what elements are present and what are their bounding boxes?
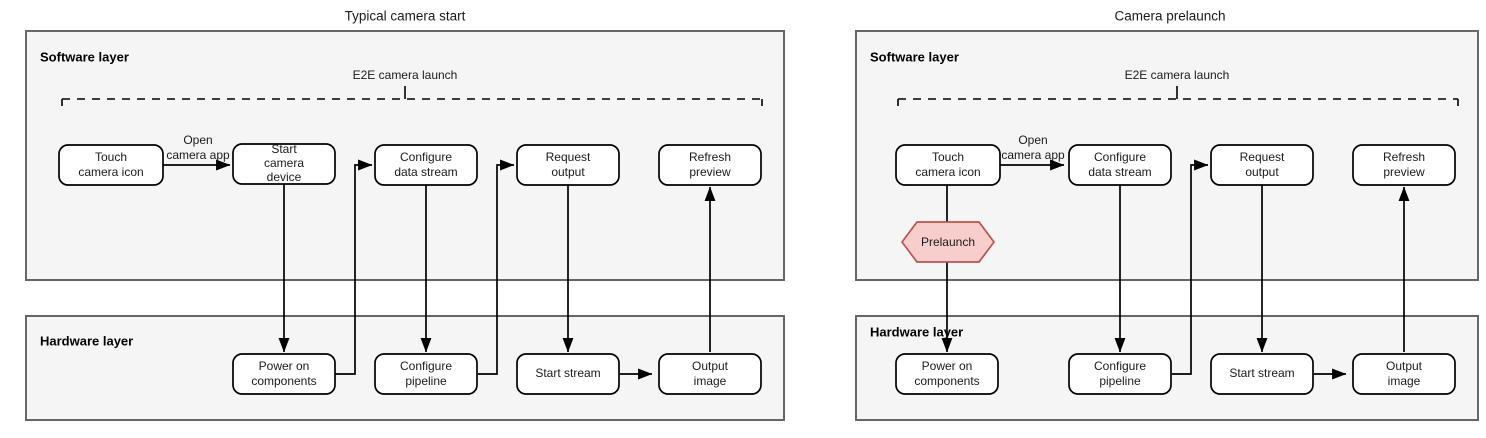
node-rect[interactable]	[232, 143, 336, 185]
node-line-2: data stream	[394, 165, 457, 179]
node-rect[interactable]	[374, 353, 478, 395]
node-line-1: Power on	[259, 359, 310, 373]
node-rect[interactable]	[232, 353, 336, 395]
node-line-2: preview	[689, 165, 731, 179]
node-rect[interactable]	[895, 144, 1001, 186]
hardware-layer-label-typical: Hardware layer	[40, 333, 133, 348]
node-rect[interactable]	[1210, 144, 1314, 186]
node-line-2: components	[914, 374, 979, 388]
node-line-1: Request	[1240, 150, 1285, 164]
node-line-1: Output	[1386, 359, 1423, 373]
hexagon-shape[interactable]	[900, 221, 996, 263]
node-request-output-prelaunch[interactable]: Request output	[1210, 144, 1314, 186]
edge-label-open-typical: Open	[183, 133, 212, 147]
node-configure-pipeline-typical[interactable]: Configure pipeline	[374, 353, 478, 395]
node-start-stream-typical[interactable]: Start stream	[516, 353, 620, 395]
hexagon-label: Prelaunch	[921, 235, 975, 249]
node-start-camera-device-typical[interactable]: Start camera device	[232, 142, 336, 185]
node-line-1: Refresh	[1383, 150, 1425, 164]
node-rect[interactable]	[516, 353, 620, 395]
node-line-3: device	[267, 170, 302, 184]
node-line-1: Configure	[1094, 359, 1146, 373]
node-touch-camera-icon-prelaunch[interactable]: Touch camera icon	[895, 144, 1001, 186]
node-line-1: Request	[546, 150, 591, 164]
node-prelaunch-hexagon[interactable]: Prelaunch	[900, 221, 996, 263]
edge-configure-pipeline-to-request-output-prelaunch	[1172, 159, 1209, 375]
panel-title-prelaunch: Camera prelaunch	[1114, 9, 1225, 24]
node-line-2: pipeline	[405, 374, 447, 388]
node-line-2: image	[1388, 374, 1421, 388]
software-layer-label-prelaunch: Software layer	[870, 49, 959, 64]
node-line-1: Configure	[1094, 150, 1146, 164]
node-refresh-preview-typical[interactable]: Refresh preview	[658, 144, 762, 186]
node-output-image-prelaunch[interactable]: Output image	[1352, 353, 1456, 395]
node-line-2: camera	[264, 156, 304, 170]
panel-camera-prelaunch: Camera prelaunch Software layer E2E came…	[855, 9, 1479, 421]
node-rect[interactable]	[895, 353, 999, 395]
node-line-2: components	[251, 374, 316, 388]
e2e-bracket-label-prelaunch: E2E camera launch	[1125, 68, 1230, 82]
node-line-1: Touch	[932, 150, 964, 164]
node-line-2: output	[1245, 165, 1279, 179]
node-line-1: Start	[271, 142, 297, 156]
node-rect[interactable]	[1210, 353, 1314, 395]
node-line-2: output	[551, 165, 585, 179]
node-rect[interactable]	[1352, 353, 1456, 395]
node-power-on-components-prelaunch[interactable]: Power on components	[895, 353, 999, 395]
edge-configure-pipeline-to-request-output-typical	[478, 159, 515, 375]
node-touch-camera-icon-typical[interactable]: Touch camera icon	[58, 144, 164, 186]
e2e-bracket-label-typical: E2E camera launch	[353, 68, 458, 82]
node-line-1: Start stream	[1229, 366, 1294, 380]
node-line-1: Power on	[922, 359, 973, 373]
node-line-2: data stream	[1088, 165, 1151, 179]
node-line-1: Refresh	[689, 150, 731, 164]
node-rect[interactable]	[58, 144, 164, 186]
node-line-2: camera icon	[915, 165, 980, 179]
node-rect[interactable]	[1352, 144, 1456, 186]
node-rect[interactable]	[658, 144, 762, 186]
panel-typical-camera-start: Typical camera start Software layer E2E …	[25, 9, 785, 421]
node-output-image-typical[interactable]: Output image	[658, 353, 762, 395]
node-rect[interactable]	[516, 144, 620, 186]
node-line-1: Configure	[400, 359, 452, 373]
node-power-on-components-typical[interactable]: Power on components	[232, 353, 336, 395]
node-line-2: pipeline	[1099, 374, 1141, 388]
node-line-1: Configure	[400, 150, 452, 164]
node-line-1: Output	[692, 359, 729, 373]
node-rect[interactable]	[374, 144, 478, 186]
node-line-2: image	[694, 374, 727, 388]
node-line-1: Touch	[95, 150, 127, 164]
node-line-2: camera icon	[78, 165, 143, 179]
hardware-layer-label-prelaunch: Hardware layer	[870, 324, 963, 339]
software-layer-label-typical: Software layer	[40, 49, 129, 64]
panel-title-typical: Typical camera start	[345, 9, 466, 24]
node-refresh-preview-prelaunch[interactable]: Refresh preview	[1352, 144, 1456, 186]
node-configure-data-stream-prelaunch[interactable]: Configure data stream	[1068, 144, 1172, 186]
edge-label-camera-app-prelaunch: camera app	[1001, 148, 1065, 162]
node-configure-data-stream-typical[interactable]: Configure data stream	[374, 144, 478, 186]
node-line-1: Start stream	[535, 366, 600, 380]
node-rect[interactable]	[1068, 353, 1172, 395]
edge-label-camera-app-typical: camera app	[166, 148, 230, 162]
edge-power-on-to-configure-data-stream-typical	[334, 159, 373, 375]
edge-label-open-prelaunch: Open	[1018, 133, 1047, 147]
node-request-output-typical[interactable]: Request output	[516, 144, 620, 186]
node-line-2: preview	[1383, 165, 1425, 179]
node-start-stream-prelaunch[interactable]: Start stream	[1210, 353, 1314, 395]
node-configure-pipeline-prelaunch[interactable]: Configure pipeline	[1068, 353, 1172, 395]
node-rect[interactable]	[658, 353, 762, 395]
node-rect[interactable]	[1068, 144, 1172, 186]
